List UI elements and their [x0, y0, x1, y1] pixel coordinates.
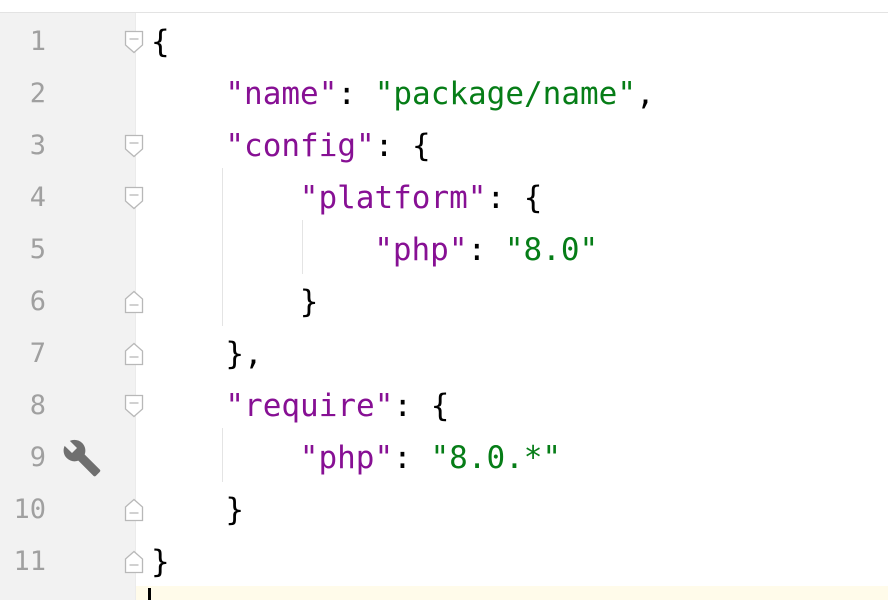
editor-gutter[interactable] [0, 13, 135, 600]
json-key: "platform" [299, 180, 487, 216]
indent-guide [222, 428, 223, 482]
code-line[interactable]: } [300, 276, 319, 328]
indent-guide [222, 168, 223, 326]
json-punctuation: : [467, 232, 505, 268]
wrench-icon[interactable] [62, 438, 102, 478]
json-key: "config" [225, 128, 375, 164]
fold-open-icon[interactable] [124, 134, 144, 158]
json-key: "php" [299, 440, 394, 476]
json-string: "8.0.*" [430, 440, 562, 476]
editor-top-border [0, 0, 888, 13]
line-number[interactable]: 8 [29, 390, 46, 421]
code-line[interactable]: "require": { [225, 380, 449, 432]
code-line[interactable]: { [151, 16, 170, 68]
indent-guide [302, 220, 303, 274]
json-punctuation: } [225, 492, 245, 528]
code-line[interactable]: } [151, 536, 170, 588]
code-line[interactable]: "name": "package/name", [225, 68, 654, 120]
line-number[interactable]: 9 [29, 442, 46, 473]
json-string: "package/name" [374, 76, 636, 112]
json-punctuation: }, [225, 336, 263, 372]
line-number[interactable]: 2 [29, 78, 46, 109]
code-line[interactable]: "config": { [225, 120, 430, 172]
json-punctuation: : { [393, 388, 450, 424]
json-punctuation: } [151, 544, 170, 580]
fold-close-icon[interactable] [124, 290, 144, 314]
code-line[interactable]: "platform": { [300, 172, 543, 224]
fold-open-icon[interactable] [124, 30, 144, 54]
fold-open-icon[interactable] [124, 394, 144, 418]
line-number[interactable]: 1 [29, 26, 46, 57]
json-key: "require" [225, 388, 394, 424]
code-line[interactable]: } [225, 484, 244, 536]
line-number[interactable]: 6 [29, 286, 46, 317]
code-line[interactable]: }, [225, 328, 262, 380]
json-punctuation: , [636, 76, 655, 112]
json-string: "8.0" [504, 232, 599, 268]
fold-close-icon[interactable] [124, 498, 144, 522]
json-punctuation: : [337, 76, 375, 112]
fold-open-icon[interactable] [124, 186, 144, 210]
line-number[interactable]: 5 [29, 234, 46, 265]
line-number[interactable]: 4 [29, 182, 46, 213]
json-punctuation: { [151, 24, 170, 60]
json-key: "php" [374, 232, 468, 268]
line-number[interactable]: 11 [13, 546, 46, 577]
current-line-highlight [136, 586, 888, 600]
json-punctuation: : [393, 440, 431, 476]
json-punctuation: : { [486, 180, 543, 216]
json-punctuation: } [299, 284, 319, 320]
fold-close-icon[interactable] [124, 342, 144, 366]
text-caret [148, 588, 151, 600]
code-line[interactable]: "php": "8.0.*" [300, 432, 561, 484]
json-punctuation: : { [374, 128, 431, 164]
json-key: "name" [225, 76, 338, 112]
line-number[interactable]: 7 [29, 338, 46, 369]
fold-close-icon[interactable] [124, 550, 144, 574]
line-number[interactable]: 3 [29, 130, 46, 161]
line-number[interactable]: 10 [13, 494, 46, 525]
code-line[interactable]: "php": "8.0" [374, 224, 598, 276]
